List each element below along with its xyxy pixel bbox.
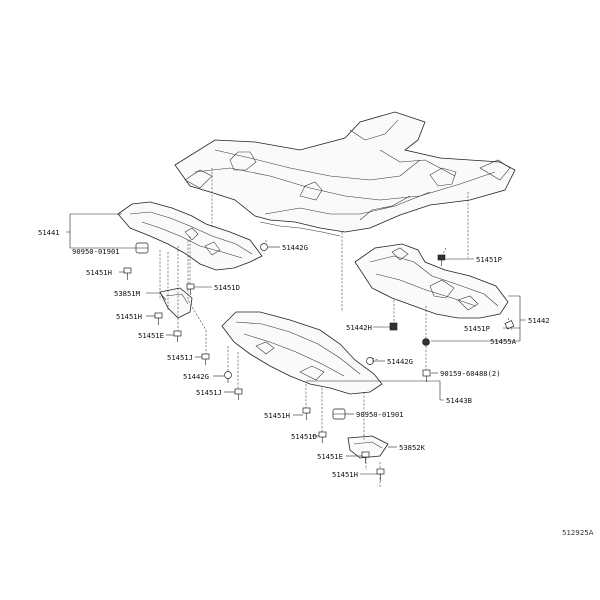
label-51443B: 51443B — [446, 396, 472, 405]
label-51441: 51441 — [38, 228, 60, 237]
label-53851M: 53851M — [114, 289, 141, 298]
bolt-51451E-a — [173, 330, 182, 342]
engine-under-cover-right — [354, 243, 509, 319]
fender-shield-53852K — [347, 435, 389, 459]
bolt-51455A — [422, 338, 430, 346]
label-51451P-a: 51451P — [476, 255, 502, 264]
label-51451J-b: 51451J — [196, 388, 222, 397]
bolt-51451D-b — [318, 431, 327, 443]
clip-90950-left — [135, 242, 149, 254]
label-51442G-a: 51442G — [183, 372, 209, 381]
label-51451E-a: 51451E — [138, 331, 164, 340]
leader-lines — [66, 213, 526, 475]
label-51451P-b: 51451P — [464, 324, 490, 333]
bolt-51451J-b — [234, 388, 243, 400]
label-53852K: 53852K — [399, 443, 426, 452]
label-51451E-b: 51451E — [317, 452, 343, 461]
bolt-51451J-a — [201, 353, 210, 365]
label-90159: 90159-60488(2) — [440, 369, 501, 378]
label-51442G-b: 51442G — [387, 357, 413, 366]
bolt-51451H-b — [154, 312, 163, 325]
label-51451D-b: 51451D — [291, 432, 317, 441]
engine-under-cover-center — [221, 311, 383, 395]
bolt-51442G-a — [224, 371, 232, 383]
clip-90159 — [422, 369, 431, 382]
fender-shield-53851M — [159, 287, 193, 319]
bolt-51451H-a — [123, 267, 132, 280]
bolt-51451D-a — [186, 283, 195, 295]
label-51451D-a: 51451D — [214, 283, 240, 292]
part-labels: 51441 90950-01901 51451H 53851M 51451D 5… — [38, 228, 550, 479]
diagram-reference-code: 512925A — [562, 529, 594, 537]
bolt-51451H-d — [376, 468, 385, 481]
label-51451H-a: 51451H — [86, 268, 112, 277]
label-51442: 51442 — [528, 316, 550, 325]
label-51442G-top: 51442G — [282, 243, 308, 252]
bolt-51451P-b — [504, 320, 515, 330]
clip-90950-right — [332, 408, 346, 420]
label-51455A: 51455A — [490, 337, 517, 346]
label-51451H-c: 51451H — [264, 411, 290, 420]
label-90950-left: 90950-01901 — [72, 247, 120, 256]
label-51451H-d: 51451H — [332, 470, 358, 479]
label-90950-right: 90950-01901 — [356, 410, 404, 419]
bolt-51451H-c — [302, 407, 311, 420]
bolt-51451P-a — [437, 254, 446, 266]
bolt-51442H — [389, 322, 398, 331]
label-51451J-a: 51451J — [167, 353, 193, 362]
bolt-51442G-top — [260, 243, 268, 251]
label-51451H-b: 51451H — [116, 312, 142, 321]
bolt-51451E-b — [361, 451, 370, 463]
label-51442H: 51442H — [346, 323, 372, 332]
suspension-crossmember — [174, 111, 516, 237]
assembly-guide-lines — [159, 168, 513, 488]
